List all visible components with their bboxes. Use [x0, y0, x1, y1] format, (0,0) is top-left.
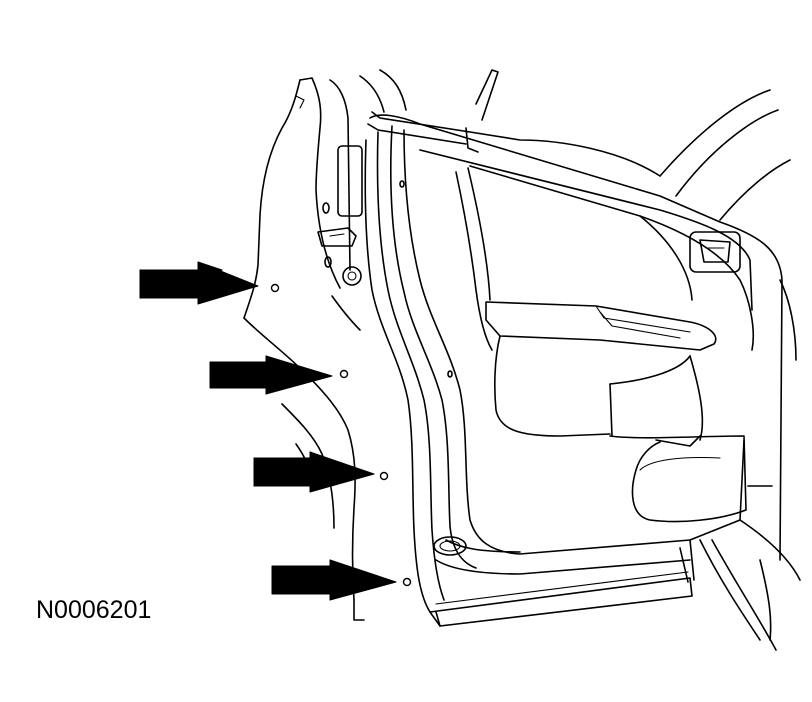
door-trim-panel — [399, 129, 755, 575]
fastener-3 — [379, 471, 389, 481]
map-pocket — [609, 435, 747, 523]
callout-arrow-3 — [253, 451, 375, 493]
callout-arrows — [139, 261, 397, 601]
fastener-2 — [339, 369, 349, 379]
striker-slot — [337, 145, 363, 217]
fastener-4 — [402, 577, 412, 587]
figure-id-label: N0006201 — [36, 596, 152, 624]
door-shell — [364, 114, 783, 627]
door-window-frame — [367, 69, 791, 221]
door-handle — [699, 239, 731, 263]
check-bolt — [342, 266, 362, 286]
striker-area — [317, 145, 363, 331]
drain-hole — [433, 536, 467, 556]
callout-arrow-2 — [209, 355, 333, 395]
fastener-1 — [270, 283, 280, 293]
body-opening — [243, 69, 407, 621]
callout-arrow-1 — [139, 261, 259, 305]
door-handle-bezel — [689, 231, 741, 273]
fasteners — [270, 283, 412, 587]
callout-arrow-4 — [271, 559, 397, 601]
armrest — [485, 301, 717, 351]
vehicle-interior — [699, 279, 801, 651]
door-latch-striker — [317, 227, 357, 247]
